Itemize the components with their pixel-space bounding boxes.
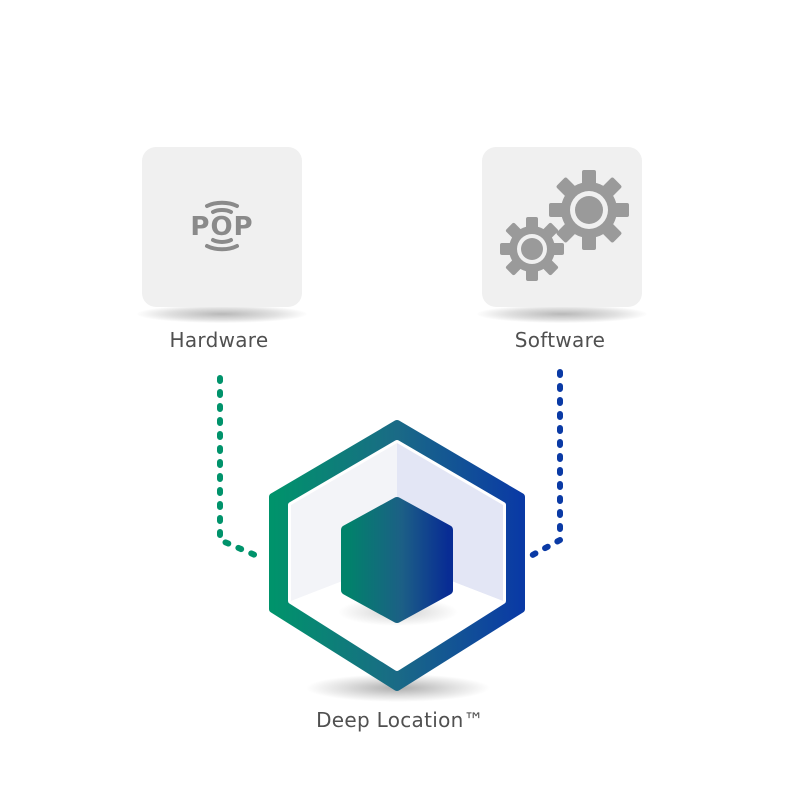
hardware-card-shadow: [137, 305, 307, 323]
center-cube: [341, 497, 453, 623]
deep-location-label: Deep Location™: [316, 708, 484, 732]
hardware-label: Hardware: [169, 328, 269, 352]
gears-icon: [494, 165, 634, 289]
software-card-shadow: [477, 305, 647, 323]
svg-text:POP: POP: [190, 212, 253, 242]
software-connector: [524, 369, 563, 561]
hardware-card[interactable]: [142, 147, 302, 307]
hardware-connector: [217, 375, 265, 561]
pop-icon: POP: [182, 192, 262, 266]
software-label: Software: [514, 328, 606, 352]
